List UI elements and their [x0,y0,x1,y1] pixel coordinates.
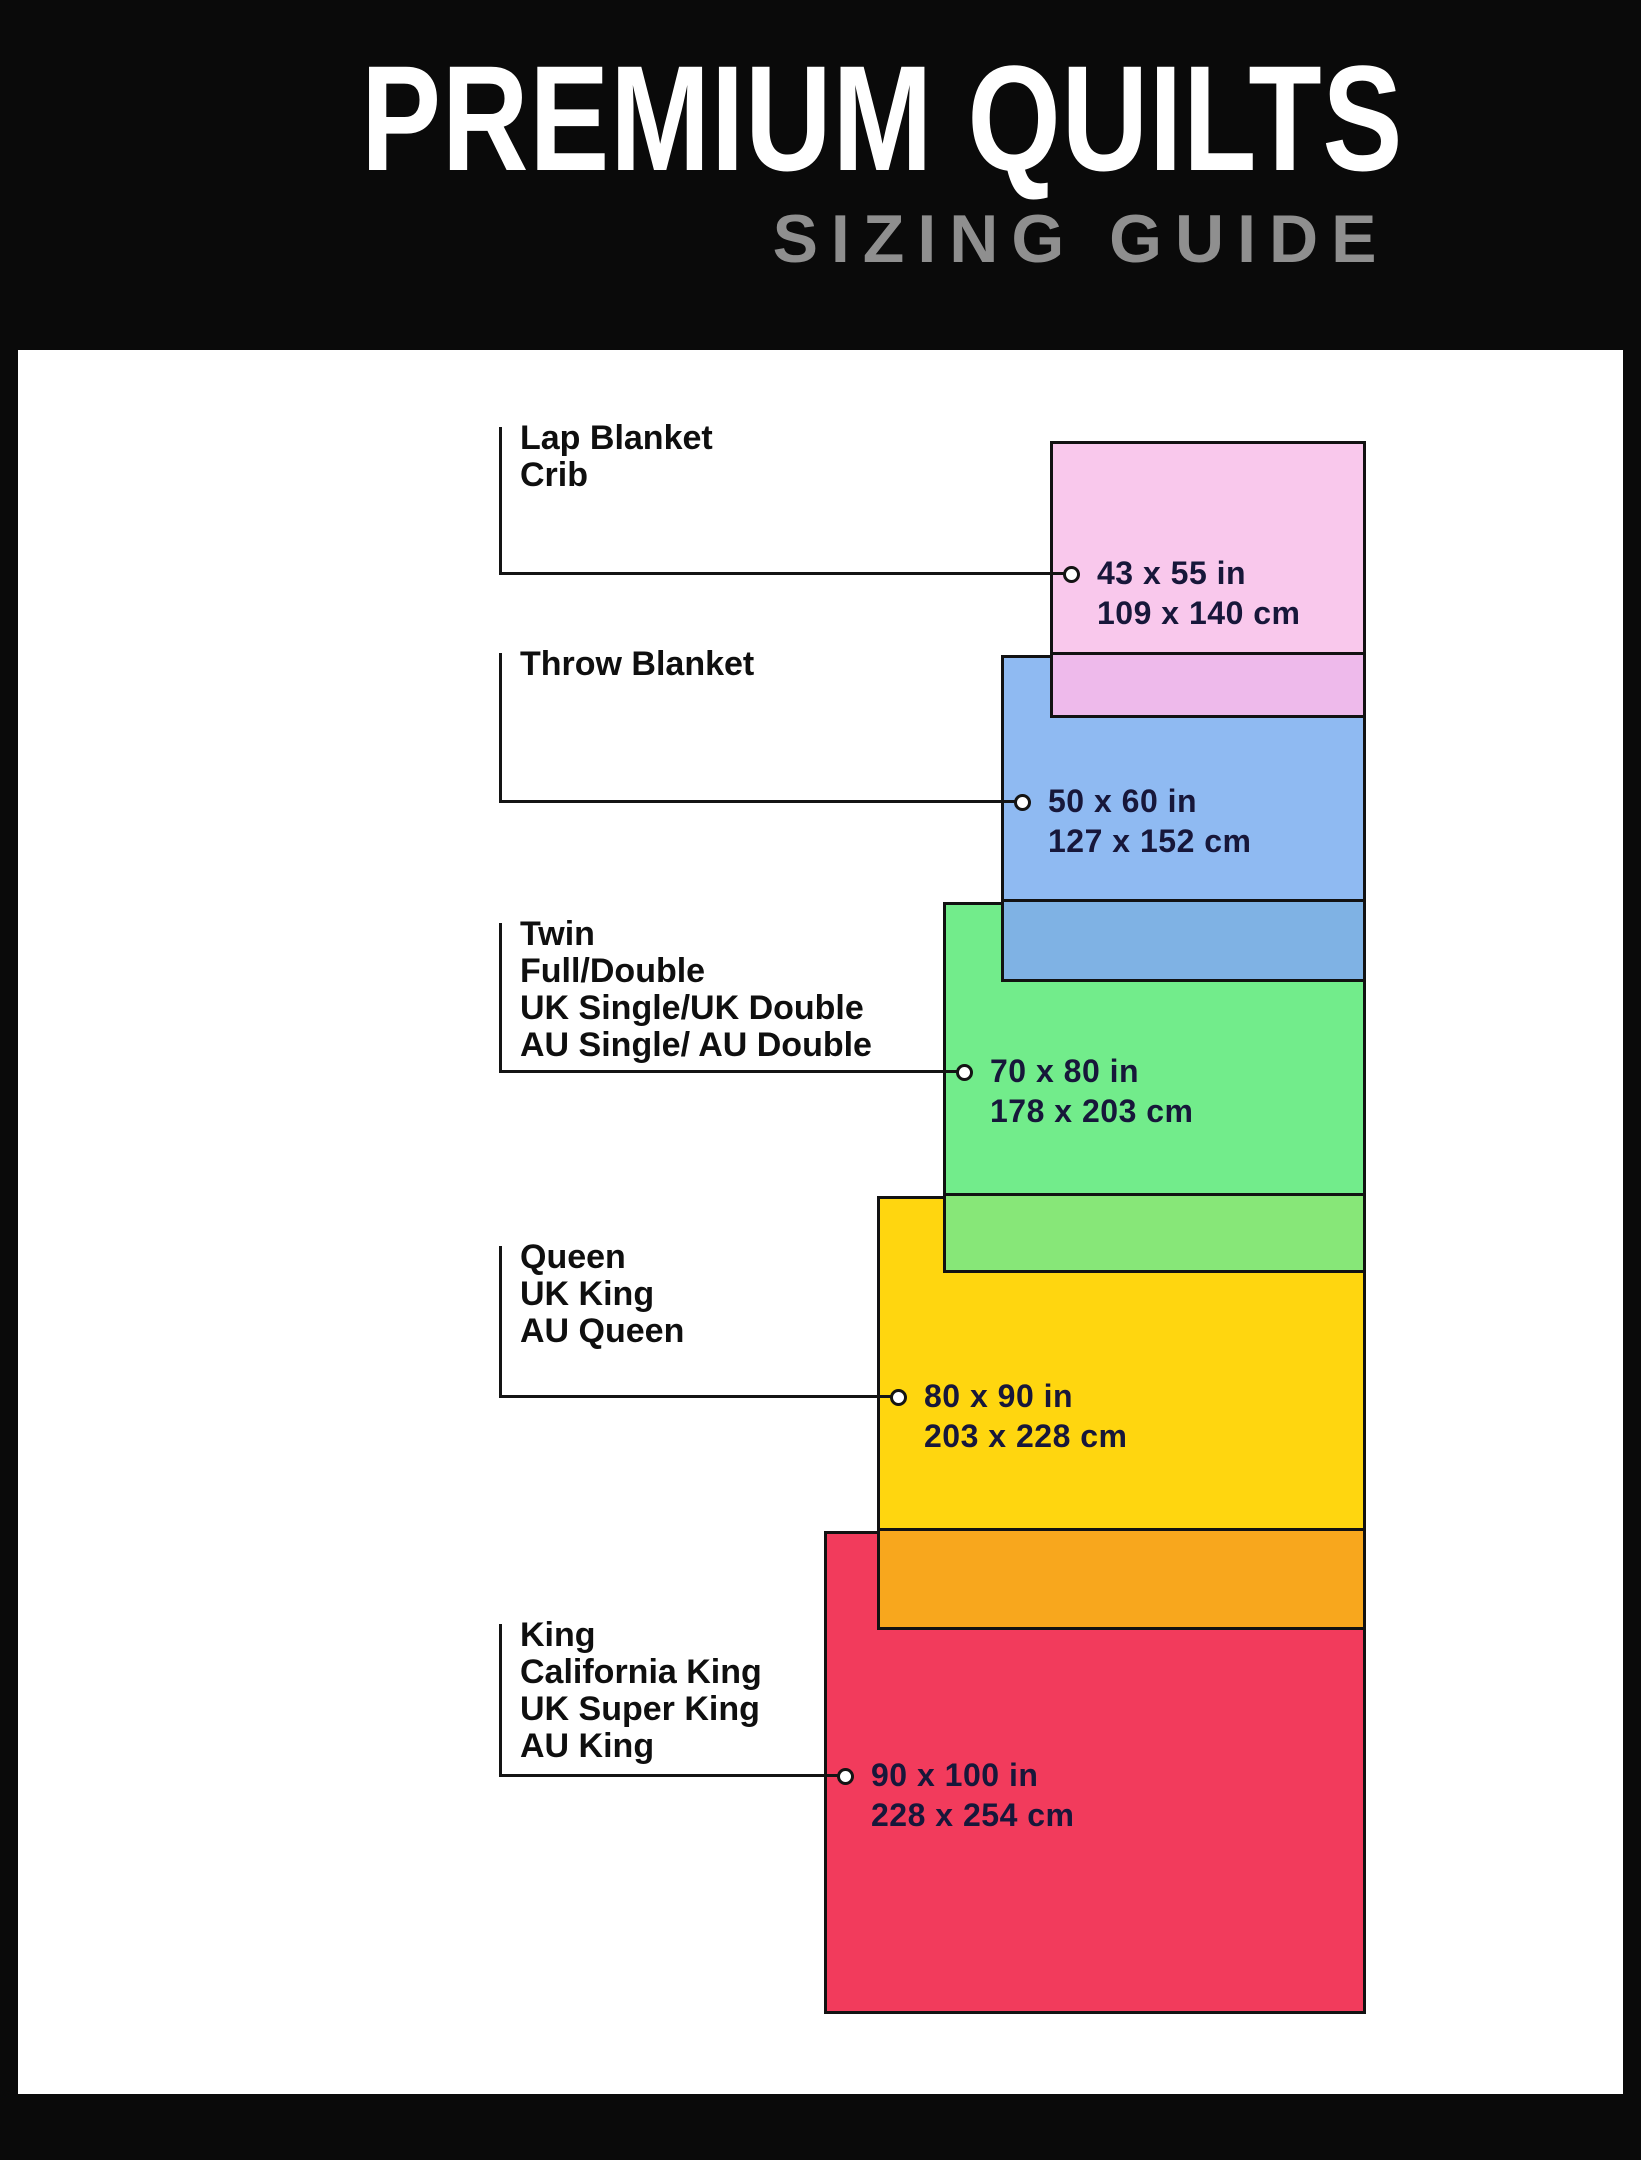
size-inches: 70 x 80 in [990,1053,1140,1089]
size-marker-dot [1014,794,1031,811]
label-line: Twin [520,915,595,953]
label-line: King [520,1616,596,1654]
size-annotation-lap-crib: 43 x 55 in 109 x 140 cm [1097,553,1301,633]
label-line: UK Super King [520,1690,760,1728]
size-inches: 80 x 90 in [924,1378,1074,1414]
size-cm: 109 x 140 cm [1097,595,1301,631]
size-annotation-queen: 80 x 90 in 203 x 228 cm [924,1376,1128,1456]
size-cm: 178 x 203 cm [990,1093,1194,1129]
quilt-rect-lap-crib [1050,441,1366,718]
overlap-strip-lap-throw [1053,652,1363,715]
connector-line-vertical [499,1246,502,1398]
label-line: UK Single/UK Double [520,989,864,1027]
size-annotation-king: 90 x 100 in 228 x 254 cm [871,1755,1075,1835]
size-inches: 43 x 55 in [1097,555,1247,591]
size-marker-dot [1063,566,1080,583]
connector-line-horizontal [499,1070,964,1073]
overlap-strip-throw-twin [1004,899,1363,979]
size-label-queen: Queen UK King AU Queen [520,1239,684,1350]
page-subtitle: SIZING GUIDE [772,201,1390,277]
label-line: Full/Double [520,952,706,990]
size-label-twin: Twin Full/Double UK Single/UK Double AU … [520,916,872,1064]
overlap-strip-queen-king [880,1528,1363,1627]
size-annotation-twin: 70 x 80 in 178 x 203 cm [990,1051,1194,1131]
connector-line-horizontal [499,1395,898,1398]
size-label-lap-crib: Lap Blanket Crib [520,420,713,494]
label-line: Queen [520,1238,626,1276]
header-inner: PREMIUM QUILTS SIZING GUIDE [246,34,1403,277]
label-line: California King [520,1653,762,1691]
page-title: PREMIUM QUILTS [360,34,1403,202]
size-inches: 90 x 100 in [871,1757,1039,1793]
connector-line-vertical [499,923,502,1073]
connector-line-vertical [499,1624,502,1777]
size-cm: 203 x 228 cm [924,1418,1128,1454]
size-marker-dot [837,1768,854,1785]
label-line: Lap Blanket [520,419,713,457]
size-marker-dot [890,1389,907,1406]
size-label-king: King California King UK Super King AU Ki… [520,1617,762,1765]
label-line: AU King [520,1727,655,1765]
sizing-diagram: Lap Blanket Crib Throw Blanket Twin Full… [18,350,1623,2094]
size-label-throw: Throw Blanket [520,646,754,683]
connector-line-vertical [499,427,502,575]
header: PREMIUM QUILTS SIZING GUIDE [0,0,1641,350]
size-cm: 228 x 254 cm [871,1797,1075,1833]
size-marker-dot [956,1064,973,1081]
connector-line-horizontal [499,1774,845,1777]
label-line: AU Single/ AU Double [520,1026,872,1064]
size-inches: 50 x 60 in [1048,783,1198,819]
connector-line-vertical [499,653,502,803]
overlap-strip-twin-queen [946,1193,1363,1270]
label-line: Throw Blanket [520,645,755,683]
size-cm: 127 x 152 cm [1048,823,1252,859]
connector-line-horizontal [499,572,1071,575]
connector-line-horizontal [499,800,1022,803]
label-line: Crib [520,456,588,494]
size-annotation-throw: 50 x 60 in 127 x 152 cm [1048,781,1252,861]
label-line: AU Queen [520,1312,685,1350]
label-line: UK King [520,1275,655,1313]
